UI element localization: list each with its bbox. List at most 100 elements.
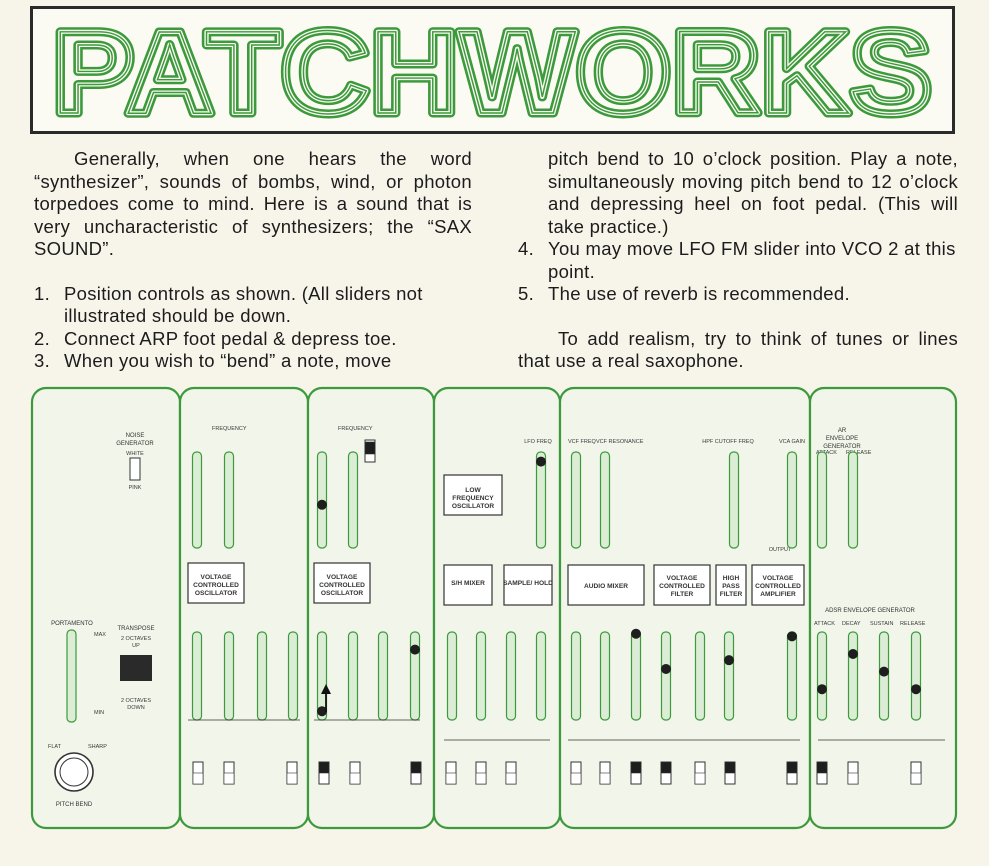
slider-track[interactable] — [191, 631, 203, 721]
toggle-switch-lever — [410, 761, 422, 774]
transpose-label: TRANSPOSE — [117, 626, 154, 632]
toggle-switch-lever — [694, 772, 706, 785]
slider-track[interactable] — [377, 631, 389, 721]
closing-paragraph: To add realism, try to think of tunes or… — [518, 327, 958, 372]
title-inner-stroke: PATCHWORKS — [52, 9, 932, 131]
slider-track[interactable] — [786, 631, 798, 721]
transpose-switch[interactable] — [120, 655, 152, 681]
slider-knob[interactable] — [536, 456, 546, 467]
slider-knob[interactable] — [317, 706, 327, 717]
portamento-slider[interactable] — [66, 629, 77, 723]
toggle-switch-lever — [724, 761, 736, 774]
svg-text:AR: AR — [838, 428, 847, 434]
portamento-label: PORTAMENTO — [51, 621, 93, 627]
sample-hold-box — [503, 564, 553, 606]
slider-knob[interactable] — [879, 666, 889, 677]
toggle-switch-lever — [318, 761, 330, 774]
slider-track[interactable] — [535, 451, 547, 549]
svg-text:DOWN: DOWN — [127, 705, 144, 711]
slider-track[interactable] — [505, 631, 517, 721]
vcf-resonance-label: VCF RESONANCE — [596, 439, 644, 445]
adsr-release-label: RELEASE — [900, 621, 926, 627]
slider-track[interactable] — [570, 631, 582, 721]
svg-text:OSCILLATOR: OSCILLATOR — [321, 590, 363, 597]
slider-track[interactable] — [723, 631, 735, 721]
svg-text:LOW: LOW — [465, 487, 481, 494]
slider-track[interactable] — [630, 631, 642, 721]
slider-track[interactable] — [816, 451, 828, 549]
toggle-switch-lever — [475, 772, 487, 785]
slider-track[interactable] — [256, 631, 268, 721]
list-item: 2. Connect ARP foot pedal & depress toe. — [34, 327, 397, 349]
vco2-box — [313, 562, 371, 604]
toggle-switch-lever — [349, 772, 361, 785]
svg-text:OSCILLATOR: OSCILLATOR — [452, 503, 494, 510]
sh-mixer-label: S/H MIXER — [451, 580, 485, 587]
svg-text:ENVELOPE: ENVELOPE — [826, 436, 858, 442]
vcf-freq-label: VCF FREQ — [568, 439, 597, 445]
noise-pink-label: PINK — [129, 485, 142, 491]
slider-knob[interactable] — [787, 631, 797, 642]
slider-knob[interactable] — [661, 663, 671, 674]
slider-track[interactable] — [694, 631, 706, 721]
slider-track[interactable] — [847, 451, 859, 549]
slider-track[interactable] — [660, 631, 672, 721]
sh-mixer-box — [443, 564, 493, 606]
slider-track[interactable] — [816, 631, 828, 721]
slider-track[interactable] — [347, 631, 359, 721]
svg-text:FILTER: FILTER — [671, 591, 694, 598]
svg-text:VOLTAGE: VOLTAGE — [327, 574, 358, 581]
noise-title-1: NOISE — [126, 433, 145, 439]
slider-track[interactable] — [446, 631, 458, 721]
svg-text:FILTER: FILTER — [720, 591, 743, 598]
toggle-switch-lever — [816, 761, 828, 774]
slider-track[interactable] — [910, 631, 922, 721]
slider-track[interactable] — [599, 631, 611, 721]
slider-track[interactable] — [847, 631, 859, 721]
svg-text:OSCILLATOR: OSCILLATOR — [195, 590, 237, 597]
slider-knob[interactable] — [317, 499, 327, 510]
slider-track[interactable] — [347, 451, 359, 549]
toggle-switch-lever — [910, 772, 922, 785]
slider-knob[interactable] — [410, 644, 420, 655]
slider-track[interactable] — [475, 631, 487, 721]
noise-switch[interactable] — [129, 457, 141, 481]
list-item: 3. When you wish to “bend” a note, move — [34, 350, 392, 371]
ar-release-label: RELEASE — [846, 450, 872, 456]
switches-group — [192, 439, 922, 785]
slider-knob[interactable] — [911, 684, 921, 695]
adsr-title: ADSR ENVELOPE GENERATOR — [825, 608, 915, 614]
noise-title-2: GENERATOR — [116, 441, 154, 447]
adsr-decay-label: DECAY — [842, 621, 861, 627]
vco1-frequency-label: FREQUENCY — [212, 426, 247, 432]
slider-track[interactable] — [786, 451, 798, 549]
slider-track[interactable] — [728, 451, 740, 549]
svg-text:CONTROLLED: CONTROLLED — [755, 583, 801, 590]
slider-knob[interactable] — [631, 628, 641, 639]
slider-track[interactable] — [570, 451, 582, 549]
list-item: 1. Position controls as shown. (All slid… — [34, 282, 423, 327]
list-item: 5. The use of reverb is recommended. — [518, 283, 850, 304]
slider-track[interactable] — [191, 451, 203, 549]
svg-text:HIGH: HIGH — [723, 575, 740, 582]
toggle-switch-lever — [786, 761, 798, 774]
slider-track[interactable] — [223, 631, 235, 721]
slider-track[interactable] — [287, 631, 299, 721]
right-column: pitch bend to 10 o’clock position. Play … — [518, 148, 958, 373]
slider-track[interactable] — [535, 631, 547, 721]
svg-text:FREQUENCY: FREQUENCY — [452, 495, 494, 502]
audio-mixer-box — [567, 564, 645, 606]
svg-text:VOLTAGE: VOLTAGE — [201, 574, 232, 581]
slider-knob[interactable] — [817, 684, 827, 695]
pitch-bend-knob[interactable] — [54, 752, 94, 792]
noise-white-label: WHITE — [126, 451, 144, 457]
slider-track[interactable] — [599, 451, 611, 549]
slider-knob[interactable] — [724, 655, 734, 666]
toggle-switch-lever — [364, 441, 376, 455]
vco1-box — [187, 562, 245, 604]
slider-knob[interactable] — [848, 649, 858, 659]
toggle-switch-lever — [660, 761, 672, 774]
list-item-continued: pitch bend to 10 o’clock position. Play … — [548, 148, 958, 237]
slider-track[interactable] — [223, 451, 235, 549]
toggle-switch-lever — [223, 772, 235, 785]
